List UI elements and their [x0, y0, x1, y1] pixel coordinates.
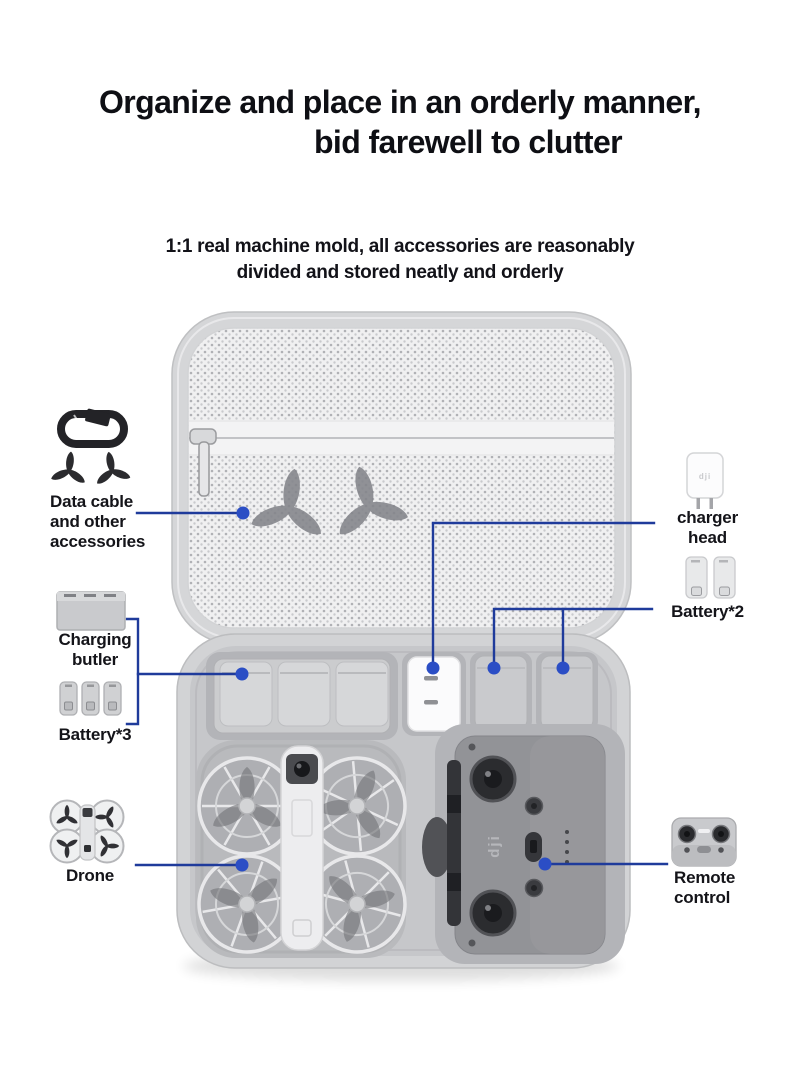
- usb-cable-icon: [57, 408, 128, 448]
- label-data-cable-line2: and other: [50, 512, 126, 532]
- label-charging-butler-line2: butler: [71, 650, 119, 670]
- page-title-line2: bid farewell to clutter: [313, 124, 623, 160]
- battery2-icons: [685, 556, 736, 599]
- battery3-icons: [59, 681, 122, 716]
- label-battery2-text: Battery*2: [671, 602, 744, 621]
- label-charging-butler-line1: Charging: [58, 630, 132, 649]
- dji-logo-remote: dji: [486, 834, 503, 858]
- drone-in-case: [179, 740, 420, 972]
- case-zipper: [189, 420, 614, 497]
- label-charging-butler: Charging butler: [40, 630, 150, 670]
- page-subtitle-line1: 1:1 real machine mold, all accessories a…: [165, 236, 635, 257]
- drone-body: [280, 745, 324, 951]
- page-subtitle: 1:1 real machine mold, all accessories a…: [0, 234, 800, 286]
- charger-head-icon: dji: [686, 452, 724, 509]
- page-title-line1: Organize and place in an orderly manner,: [99, 84, 702, 120]
- callout-lines: [125, 506, 669, 872]
- callout-dot-charging-butler: [235, 667, 249, 681]
- page-title: Organize and place in an orderly manner,…: [0, 82, 800, 162]
- callout-dot-data-cable: [236, 506, 250, 520]
- batteries-in-case: [470, 652, 598, 732]
- charging-hub-in-case: [206, 652, 398, 740]
- label-drone: Drone: [40, 866, 140, 886]
- remote-in-case: dji: [422, 724, 625, 964]
- charging-butler-icon: [56, 591, 126, 631]
- callout-dot-battery2-b: [556, 661, 570, 675]
- callout-dot-charger-head: [426, 661, 440, 675]
- callout-charger-head: [431, 521, 656, 665]
- label-battery3-text: Battery*3: [58, 725, 132, 744]
- callout-battery2: [492, 607, 654, 665]
- label-charger-head: charger head: [655, 508, 760, 548]
- label-data-cable: Data cable and other accessories: [50, 492, 145, 552]
- label-drone-text: Drone: [65, 866, 115, 885]
- label-remote-control: Remote control: [674, 868, 735, 908]
- callout-bracket-left: [125, 617, 140, 726]
- callout-dot-drone: [235, 858, 249, 872]
- propeller-icons: [49, 448, 133, 488]
- zipper-pull: [198, 441, 210, 497]
- label-data-cable-line3: accessories: [50, 532, 146, 552]
- remote-stick-top: [469, 755, 517, 803]
- charger-in-case: [402, 652, 466, 736]
- label-remote-control-line2: control: [674, 888, 731, 908]
- label-data-cable-line1: Data cable: [50, 492, 134, 511]
- label-battery3: Battery*3: [40, 725, 150, 745]
- drone-icon: [49, 799, 125, 864]
- callout-dot-battery2-a: [487, 661, 501, 675]
- remote-stick-bottom: [469, 889, 517, 937]
- case-lid: [171, 311, 632, 645]
- dji-logo-charger: dji: [699, 472, 711, 481]
- label-remote-control-line1: Remote: [674, 868, 736, 887]
- label-charger-head-line1: charger: [677, 508, 738, 527]
- callout-dot-remote: [538, 857, 552, 871]
- label-battery2: Battery*2: [650, 602, 765, 622]
- label-charger-head-line2: head: [688, 528, 727, 548]
- page-subtitle-line2: divided and stored neatly and orderly: [236, 262, 564, 284]
- remote-control-icon: [671, 817, 737, 867]
